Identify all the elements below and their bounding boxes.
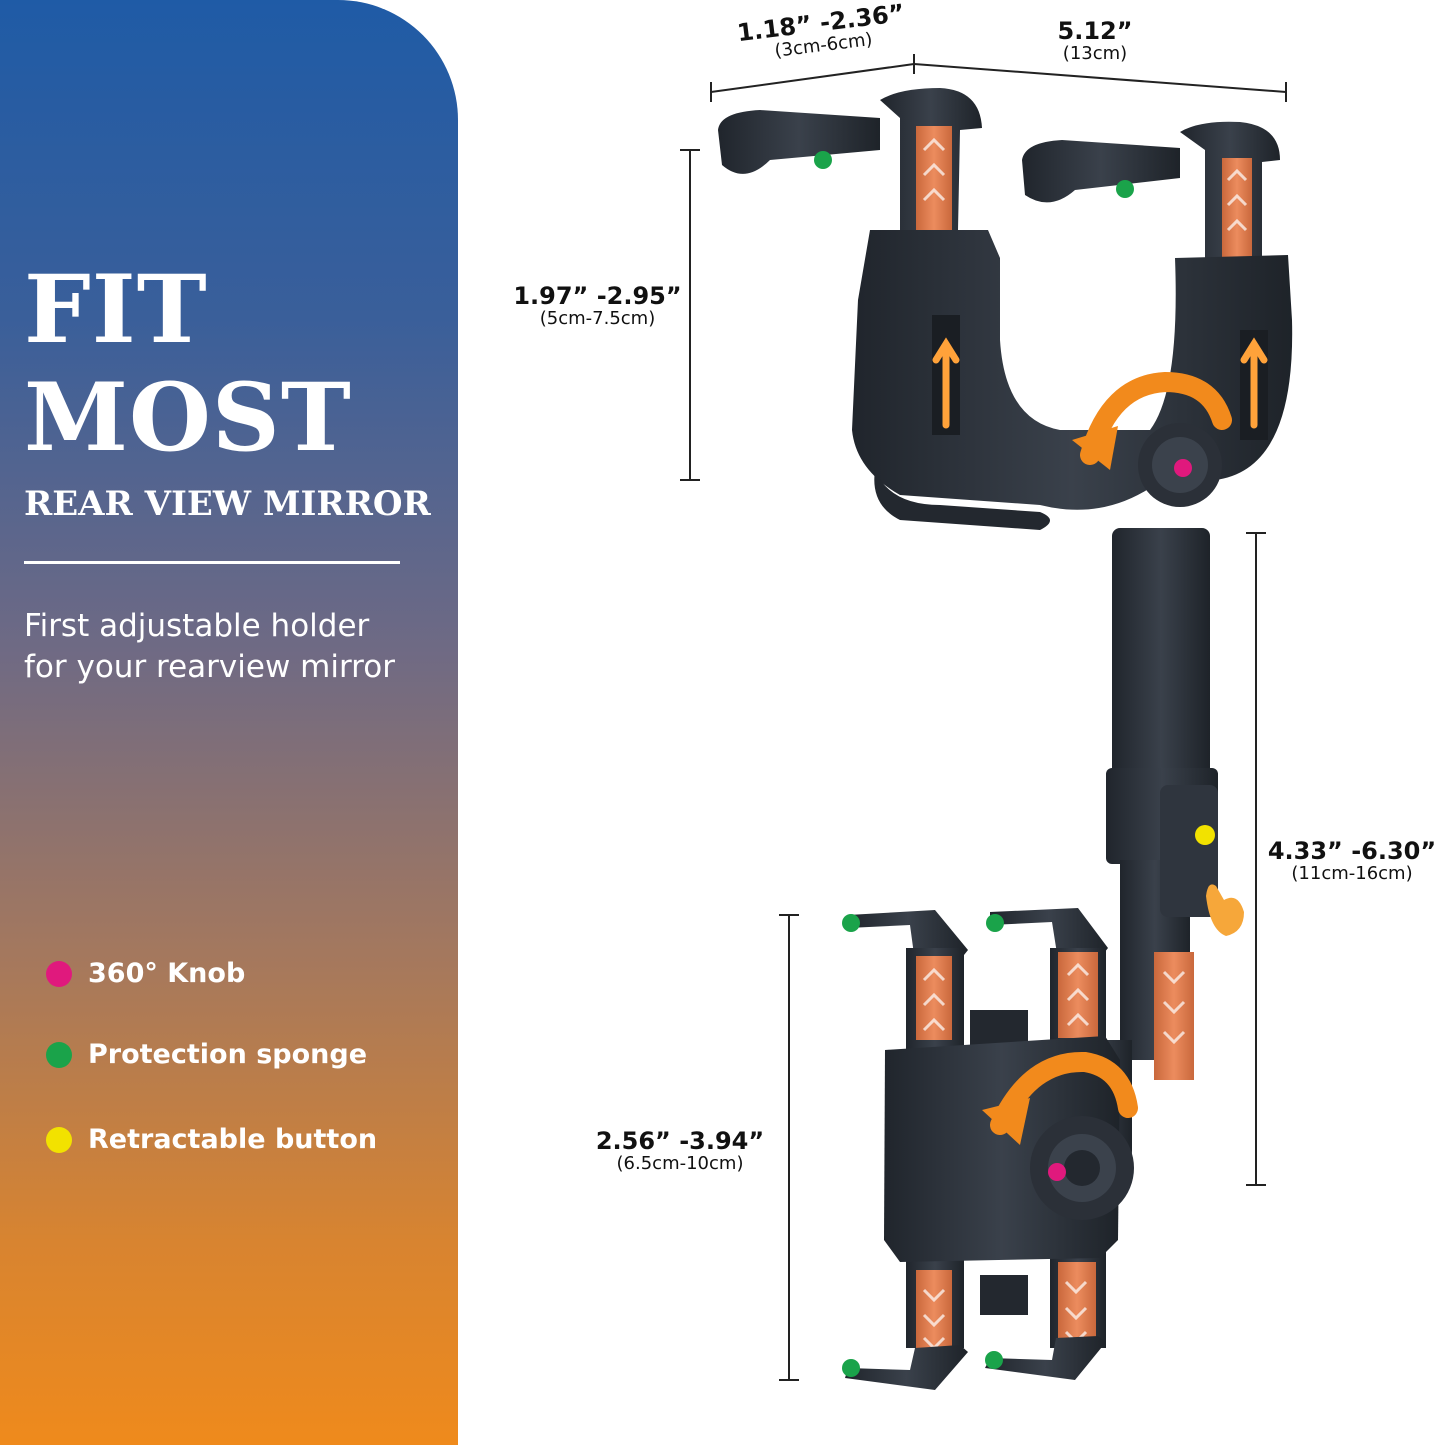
yellow-dot-icon (46, 1126, 72, 1153)
sponge-marker-icon (986, 914, 1004, 932)
tagline-line-2: for your rearview mirror (24, 649, 395, 685)
dim-arm-length: 4.33” -6.30” (11cm-16cm) (1262, 838, 1442, 884)
legend-knob: 360° Knob (46, 958, 245, 989)
tagline: First adjustable holder for your rearvie… (24, 606, 444, 688)
sponge-marker-icon (842, 914, 860, 932)
phone-holder-illustration (680, 54, 1293, 1390)
dim-clip-span-inch: 5.12” (1057, 17, 1133, 45)
dim-clip-span-cm: (13cm) (1062, 43, 1128, 64)
dim-mirror-height-cm: (5cm-7.5cm) (539, 308, 656, 329)
dim-arm-length-cm: (11cm-16cm) (1291, 863, 1413, 884)
divider-line (24, 561, 400, 564)
dim-phone-width-inch: 2.56” -3.94” (595, 1127, 765, 1155)
legend-knob-label: 360° Knob (88, 958, 246, 989)
dim-arm-length-inch: 4.33” -6.30” (1267, 837, 1437, 865)
dimension-lines (680, 54, 1287, 1381)
dim-mirror-height: 1.97” -2.95” (5cm-7.5cm) (505, 283, 690, 329)
headline-fit: FIT (24, 255, 208, 365)
dim-mirror-height-inch: 1.97” -2.95” (513, 282, 682, 310)
lower-knob (982, 1051, 1138, 1220)
dim-phone-width-cm: (6.5cm-10cm) (616, 1153, 744, 1174)
legend-sponge: Protection sponge (46, 1039, 367, 1070)
finger-press-icon (1206, 884, 1244, 936)
dim-phone-width: 2.56” -3.94” (6.5cm-10cm) (585, 1128, 775, 1174)
sponge-marker-icon (985, 1351, 1003, 1369)
left-info-panel: FIT MOST REAR VIEW MIRROR First adjustab… (0, 0, 458, 1445)
legend-sponge-label: Protection sponge (88, 1039, 368, 1070)
button-marker-icon (1195, 825, 1215, 845)
legend-button-label: Retractable button (88, 1124, 378, 1155)
dim-clip-span: 5.12” (13cm) (1040, 18, 1150, 64)
knob-marker-icon (1048, 1163, 1066, 1181)
magenta-dot-icon (46, 960, 72, 987)
upper-knob (1072, 371, 1232, 507)
tagline-line-1: First adjustable holder (24, 608, 370, 644)
green-dot-icon (46, 1041, 72, 1068)
knob-marker-icon (1174, 459, 1192, 477)
sponge-marker-icon (814, 151, 832, 169)
headline-rear-view-mirror: REAR VIEW MIRROR (24, 484, 431, 524)
legend-button: Retractable button (46, 1124, 377, 1155)
sponge-marker-icon (842, 1359, 860, 1377)
headline-most: MOST (24, 363, 352, 473)
sponge-marker-icon (1116, 180, 1134, 198)
